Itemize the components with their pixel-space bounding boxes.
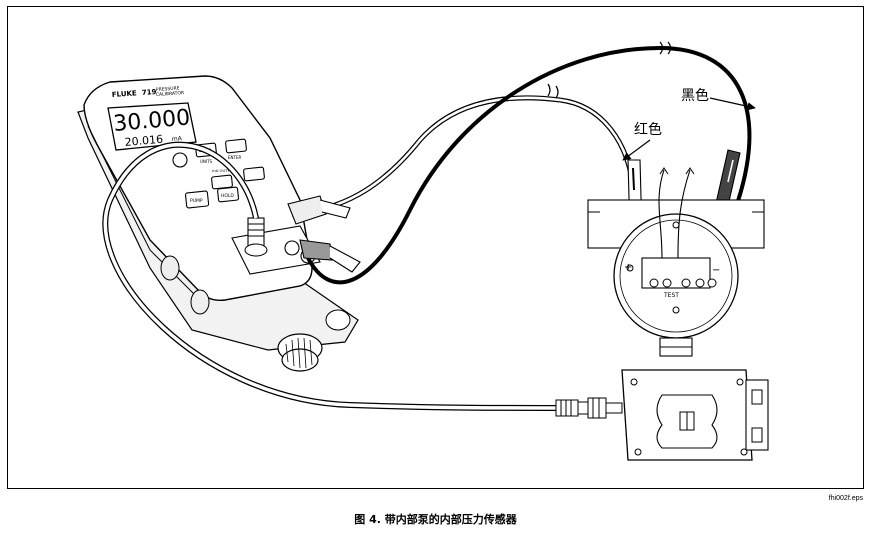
power-button[interactable] [172,152,188,168]
pump-button[interactable] [184,190,210,209]
model-desc-2: CALIBRATOR [156,90,185,98]
side-grip-1 [160,255,180,281]
hold-button[interactable] [217,186,240,203]
side-port [325,309,351,331]
red-lead-pointer [622,139,651,161]
test-label: TEST [663,292,679,299]
pressure-fitting [244,217,268,257]
pressure-transmitter: TEST + − [555,167,769,461]
pump-button-label: PUMP [190,198,203,204]
hold-button-label: HOLD [221,193,234,199]
side-grip-2 [190,289,210,315]
calibrator-holster-edge [87,125,206,306]
minus-terminal-label: − [712,265,720,276]
signal-wire-2 [677,169,691,259]
lcd-display [107,102,197,151]
display-sub-unit: mA [172,135,183,143]
hose-fitting [555,397,623,419]
brand-label: FLUKE [112,89,138,99]
housing-screw-bottom [672,306,680,314]
ma-up-button[interactable] [243,166,265,182]
black-lead-pointer [709,97,756,111]
plus-terminal-label: + [624,262,632,273]
pressure-hose [102,141,561,411]
red-lead-label: 红色 [634,121,662,138]
housing-screw-top [672,221,680,229]
figure-caption: 图 4. 带内部泵的内部压力传感器 [354,513,517,526]
signal-wire-1 [658,169,665,259]
jack-red[interactable] [284,240,300,256]
units-label: UNITS [200,159,213,164]
ma-output-label: mA OUTPUT [212,168,236,173]
model-label: 719 [142,88,157,97]
calibrator: FLUKE 719 PRESSURE CALIBRATOR 30.000 20.… [77,75,359,372]
ma-output-button[interactable] [211,174,233,190]
black-lead-label: 黑色 [681,87,709,104]
display-sub-reading: 20.016 [124,133,163,149]
pump-knob [277,333,323,372]
enter-label: ENTER [228,155,241,160]
housing-screw-left [626,264,634,272]
enter-button[interactable] [225,138,247,154]
file-reference: fhi002f.eps [828,495,863,502]
model-desc-1: PRESSURE [156,85,180,93]
